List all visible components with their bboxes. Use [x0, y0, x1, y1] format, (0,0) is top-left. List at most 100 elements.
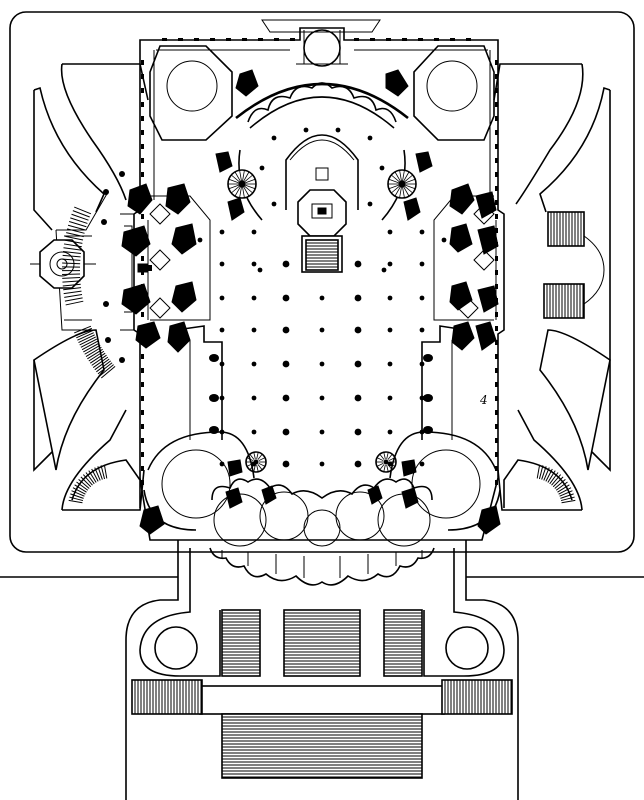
- nave-column: [282, 360, 290, 368]
- wall-pilaster: [141, 214, 144, 219]
- wall-pilaster: [495, 284, 498, 289]
- nave-column: [219, 395, 225, 401]
- buttress-pier: [477, 505, 501, 535]
- stair-tread: [78, 334, 95, 344]
- buttress-pier: [235, 69, 259, 97]
- buttress-pier: [127, 183, 153, 215]
- wall-pilaster: [495, 354, 498, 359]
- wall-pilaster: [495, 298, 498, 303]
- nave-column: [387, 295, 393, 301]
- wall-pilaster: [495, 186, 498, 191]
- spiral-tread: [244, 184, 256, 190]
- nave-column: [419, 395, 425, 401]
- nave-column: [319, 361, 325, 367]
- stair-tread: [96, 360, 111, 373]
- buttress-pier: [401, 459, 417, 477]
- spiral-tread: [246, 457, 254, 462]
- wall-pilaster: [178, 38, 183, 41]
- spiral-tread: [388, 178, 400, 184]
- nave-column: [282, 260, 290, 268]
- apse-column: [257, 267, 263, 273]
- lozenge: [473, 203, 495, 225]
- wall-pilaster: [141, 144, 144, 149]
- wall-pilaster: [274, 38, 279, 41]
- spiral-tread: [383, 464, 386, 472]
- spiral-tread: [242, 170, 245, 182]
- stair-tread: [557, 484, 570, 493]
- stair-tread: [62, 283, 81, 287]
- stair-tread: [71, 213, 89, 221]
- spiral-tread: [402, 170, 405, 182]
- nave-column: [387, 261, 393, 267]
- stair-tread: [68, 499, 83, 504]
- wall-pilaster: [210, 38, 215, 41]
- stair-tread: [88, 350, 105, 362]
- spiral-tread: [228, 178, 240, 184]
- spiral-tread: [388, 462, 396, 467]
- stair-tread: [76, 330, 93, 339]
- stair-tread: [67, 224, 86, 231]
- nave-columns: [101, 127, 447, 468]
- wall-pilaster: [141, 130, 144, 135]
- wall-pilaster: [495, 158, 498, 163]
- stair-tread: [62, 262, 81, 265]
- buttress-pier: [167, 321, 191, 353]
- wing-column: [101, 219, 107, 225]
- apse-column: [441, 237, 447, 243]
- spiral-tread: [383, 452, 386, 460]
- wall-pilaster: [141, 466, 144, 471]
- stair-tread: [63, 243, 82, 248]
- spiral-tread: [256, 452, 259, 460]
- stair-tread: [99, 364, 114, 377]
- spiral-tread: [394, 186, 401, 197]
- wall-pilaster: [495, 172, 498, 177]
- spiral-tread: [376, 462, 384, 467]
- wall-pilaster: [495, 368, 498, 373]
- buttress-pier: [415, 151, 433, 173]
- stair-tread: [88, 470, 97, 483]
- wing-column: [105, 337, 111, 343]
- wall-pilaster: [141, 382, 144, 387]
- wall-pilaster: [495, 102, 498, 107]
- wall-pilaster: [495, 200, 498, 205]
- nave-column: [219, 461, 225, 467]
- wall-pilaster: [495, 74, 498, 79]
- spiral-tread: [402, 186, 405, 198]
- nave-column: [319, 295, 325, 301]
- stair-tread: [71, 490, 85, 497]
- stair-tread: [70, 217, 88, 224]
- buttress-pier: [477, 285, 499, 313]
- spiral-tread: [258, 457, 266, 462]
- stair-tread: [62, 254, 81, 258]
- wall-pilaster: [141, 284, 144, 289]
- buttress-pier: [121, 283, 151, 315]
- stair-main: [221, 713, 423, 779]
- spiral-tread: [246, 462, 254, 467]
- apse-column: [271, 201, 277, 207]
- nave-column: [219, 261, 225, 267]
- nave-column: [219, 429, 225, 435]
- stair-tread: [559, 490, 573, 497]
- lozenge: [149, 249, 171, 271]
- stair-tread: [560, 493, 574, 499]
- aisle-right: [421, 325, 467, 440]
- nave-column: [251, 395, 257, 401]
- buttress-pier: [475, 321, 497, 351]
- nave-column: [354, 460, 362, 468]
- wall-pilaster: [141, 438, 144, 443]
- spiral-tread: [231, 174, 240, 183]
- wall-pilaster: [495, 382, 498, 387]
- stair-tread: [547, 470, 556, 483]
- wall-pilaster: [141, 270, 144, 275]
- wall-pilaster: [226, 38, 231, 41]
- wall-pilaster: [141, 298, 144, 303]
- wall-pilaster: [141, 158, 144, 163]
- spiral-tread: [239, 170, 242, 182]
- spiral-treads-nw: [228, 170, 256, 198]
- nave-column: [419, 229, 425, 235]
- buttress-pier: [385, 69, 409, 97]
- wall-pilaster: [386, 38, 391, 41]
- apse-column: [379, 165, 385, 171]
- stair-tread: [536, 464, 541, 479]
